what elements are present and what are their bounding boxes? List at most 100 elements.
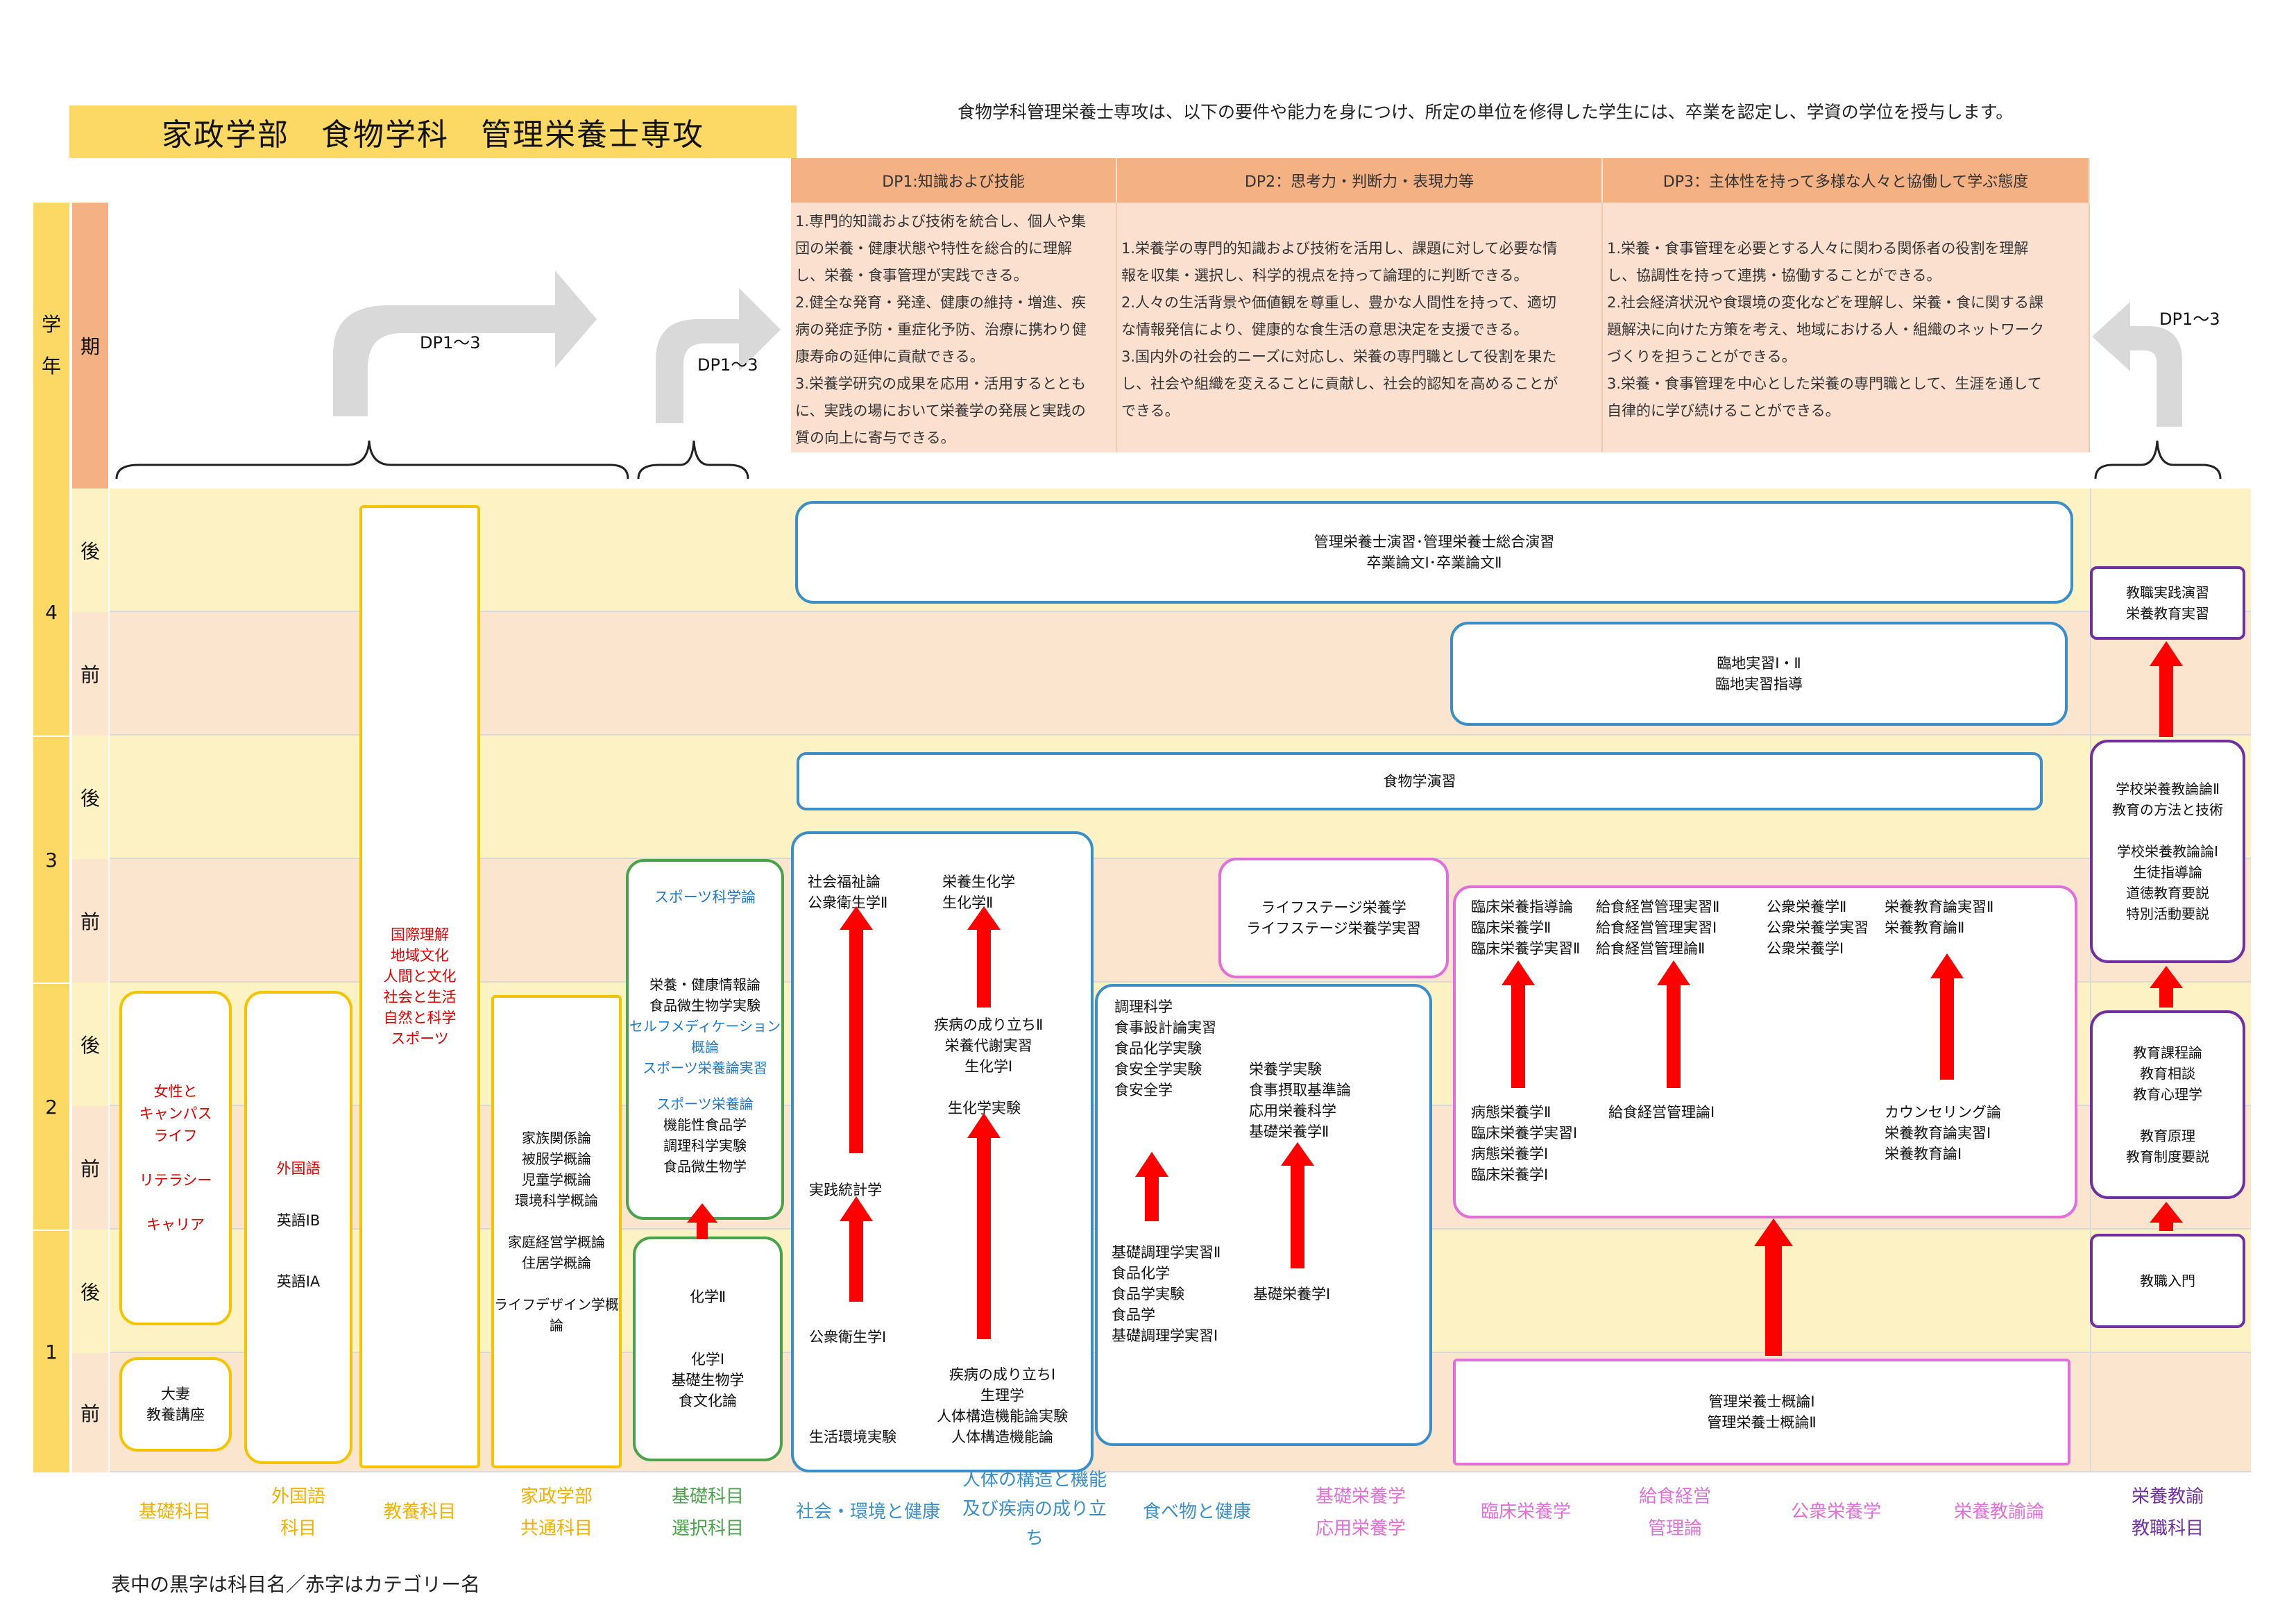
term-2-early: 前 [72, 1106, 108, 1230]
category-kyoyo-label: 教養科目 [383, 1502, 456, 1522]
box-tabemono [1095, 984, 1432, 1446]
term-1-late: 後 [72, 1230, 108, 1353]
shokumotsu-text: 食物学演習 [1383, 773, 1456, 790]
dp-arrow-1-label: DP1～3 [420, 333, 481, 352]
tabemono-text-2: 栄養学実験 食事摂取基準論 応用栄養科学 基礎栄養学Ⅱ [1249, 1061, 1351, 1140]
kyoiku-upper-text: 栄養教育論実習Ⅱ 栄養教育論Ⅱ [1885, 899, 1994, 936]
box-kasei: 家族関係論 被服学概論 児童学概論 環境科学概論 家庭経営学概論 住居学概論 ラ… [491, 995, 622, 1468]
category-kiso-eiyo-label: 基礎栄養学 応用栄養学 [1315, 1486, 1406, 1539]
category-kyoiku: 栄養教諭論 [1926, 1496, 2072, 1528]
dp1-body: 1.専門的知識および技術を統合し、個人や集 団の栄養・健康状態や特性を総合的に理… [791, 203, 1117, 452]
dp-arrow-2-label: DP1～3 [697, 355, 758, 375]
sentaku-blue-1: スポーツ科学論 [654, 889, 756, 906]
jintai-text-3: 生化学実験 [948, 1100, 1021, 1116]
category-tabemono: 食べ物と健康 [1124, 1496, 1270, 1528]
category-kiso: 基礎科目 [119, 1496, 230, 1528]
tabemono-text-3: 基礎調理学実習Ⅱ 食品化学 食品学実験 食品学 基礎調理学実習Ⅰ [1112, 1244, 1221, 1344]
category-sentaku-label: 基礎科目 選択科目 [671, 1486, 744, 1539]
term-3-early: 前 [72, 859, 108, 983]
box-kyoyo: 国際理解 地域文化 人間と文化 社会と生活 自然と科学 スポーツ [359, 505, 480, 1468]
gaikoku-subject-text: 英語ⅠB 英語ⅠA [276, 1212, 321, 1290]
year-3: 3 [33, 736, 69, 983]
shakai-text-2: 実践統計学 [809, 1182, 882, 1198]
kyushoku-upper-text: 給食経営管理実習Ⅱ 給食経営管理実習Ⅰ 給食経営管理論Ⅱ [1596, 899, 1720, 957]
dp2-body: 1.栄養学の専門的知識および技術を活用し、課題に対して必要な情 報を収集・選択し… [1117, 203, 1603, 452]
year-1: 1 [33, 1230, 69, 1472]
rinsho-lower-text: 病態栄養学Ⅱ 臨床栄養学実習Ⅰ 病態栄養学Ⅰ 臨床栄養学Ⅰ [1471, 1104, 1578, 1183]
koshu-upper-text: 公衆栄養学Ⅱ 公衆栄養学実習 公衆栄養学Ⅰ [1767, 899, 1869, 957]
category-tabemono-label: 食べ物と健康 [1142, 1502, 1251, 1522]
category-kyoyo: 教養科目 [359, 1496, 480, 1528]
jintai-text-1: 栄養生化学 生化学Ⅱ [942, 874, 1015, 911]
box-sentaku-lower: 化学Ⅱ 化学Ⅰ 基礎生物学 食文化論 [633, 1237, 783, 1461]
dp3-body: 1.栄養・食事管理を必要とする人々に関わる関係者の役割を理解 し、協調性を持って… [1603, 203, 2090, 452]
sentaku-text-2: 機能性食品学 調理科学実験 食品微生物学 [663, 1116, 747, 1175]
dp-arrow-1-icon [333, 271, 597, 416]
kyoshoku-1-text: 教職実践演習 栄養教育実習 [2126, 584, 2209, 622]
shakai-text-4: 生活環境実験 [809, 1429, 896, 1445]
kasei-text: 家族関係論 被服学概論 児童学概論 環境科学概論 家庭経営学概論 住居学概論 ラ… [494, 1130, 619, 1334]
legend-note: 表中の黒字は科目名／赤字はカテゴリー名 [111, 1573, 481, 1596]
kiso-subject-text: 大妻 教養講座 [146, 1386, 205, 1423]
kyoshoku-4-text: 教職入門 [2140, 1273, 2195, 1289]
shakai-text-1: 社会福祉論 公衆衛生学Ⅱ [808, 874, 888, 911]
year-4: 4 [33, 488, 69, 736]
sentaku-lower-text: 化学Ⅱ 化学Ⅰ 基礎生物学 食文化論 [671, 1289, 745, 1409]
jintai-text-4: 疾病の成り立ちⅠ 生理学 人体構造機能論実験 人体構造機能論 [937, 1366, 1068, 1445]
category-kasei-label: 家政学部 共通科目 [520, 1486, 593, 1539]
dp-arrow-2-icon [656, 288, 781, 423]
kyoiku-lower-text: カウンセリング論 栄養教育論実習Ⅰ 栄養教育論Ⅰ [1885, 1104, 2001, 1162]
brace-group [115, 440, 2222, 479]
category-kyoiku-label: 栄養教諭論 [1953, 1502, 2044, 1522]
shakai-text-3: 公衆衛生学Ⅰ [809, 1329, 887, 1345]
kyoyo-category-text: 国際理解 地域文化 人間と文化 社会と生活 自然と科学 スポーツ [383, 926, 457, 1047]
header-gakunen: 学 年 [33, 203, 69, 488]
kyushoku-lower-text: 給食経営管理論Ⅰ [1608, 1104, 1715, 1121]
rinsho-upper-text: 臨床栄養指導論 臨床栄養学Ⅱ 臨床栄養学実習Ⅱ [1471, 899, 1581, 957]
category-kyushoku: 給食経営 管理論 [1606, 1481, 1744, 1545]
intro-text: 食物学科管理栄養士専攻は、以下の要件や能力を身につけ、所定の単位を修得した学生に… [958, 102, 2014, 122]
divider-right [2090, 488, 2091, 1472]
category-kasei: 家政学部 共通科目 [491, 1481, 622, 1545]
dp-arrow-3-icon [2092, 302, 2182, 427]
dp2-header: DP2：思考力・判断力・表現力等 [1117, 158, 1603, 203]
category-gaikoku-label: 外国語 科目 [271, 1486, 325, 1539]
term-1-early: 前 [72, 1353, 108, 1472]
box-shokumotsu-ensyu: 食物学演習 [797, 752, 2043, 810]
tabemono-text-1: 調理科学 食事設計論実習 食品化学実験 食安全学実験 食安全学 [1114, 999, 1216, 1098]
dp-arrow-3-label: DP1～3 [2159, 309, 2220, 329]
kyoshoku-2-text: 学校栄養教論論Ⅱ 教育の方法と技術 学校栄養教論論Ⅰ 生徒指導論 道徳教育要説 … [2112, 781, 2223, 922]
dp1-header: DP1:知識および技能 [791, 158, 1117, 203]
box-sentaku-upper: スポーツ科学論 栄養・健康情報論 食品微生物学実験 セルフメディケーション 概論… [626, 859, 784, 1220]
dp3-header: DP3：主体性を持って多様な人々と協働して学ぶ態度 [1603, 158, 2090, 203]
header-gakunen-pad [33, 452, 69, 488]
kanri-intro-text: 管理栄養士概論Ⅰ 管理栄養士概論Ⅱ [1707, 1393, 1817, 1431]
category-sentaku: 基礎科目 選択科目 [633, 1481, 783, 1545]
category-jintai-label: 人体の構造と機能 及び疾病の成り立 ち [962, 1470, 1107, 1549]
category-rinsho: 臨床栄養学 [1453, 1496, 1599, 1528]
gaikoku-category-text: 外国語 [276, 1160, 321, 1177]
term-4-early: 前 [72, 612, 108, 736]
category-koshu: 公衆栄養学 [1767, 1496, 1905, 1528]
category-kiso-label: 基礎科目 [138, 1502, 211, 1522]
box-kyoshoku-2: 学校栄養教論論Ⅱ 教育の方法と技術 学校栄養教論論Ⅰ 生徒指導論 道徳教育要説 … [2090, 740, 2245, 963]
page-title: 家政学部 食物学科 管理栄養士専攻 [69, 105, 797, 158]
kiso-category-text: 女性と キャンパス ライフ リテラシー キャリア [139, 1083, 212, 1233]
box-kyoshoku-4: 教職入門 [2090, 1234, 2245, 1328]
header-ki: 期 [72, 203, 108, 488]
box-rinchi: 臨地実習Ⅰ・Ⅱ 臨地実習指導 [1450, 622, 2068, 726]
box-sogo-ensyu: 管理栄養士演習･管理栄養士総合演習 卒業論文Ⅰ･卒業論文Ⅱ [795, 501, 2073, 604]
category-jintai: 人体の構造と機能 及び疾病の成り立 ち [948, 1465, 1121, 1553]
lifestage-text: ライフステージ栄養学 ライフステージ栄養学実習 [1246, 899, 1421, 937]
category-kyoshoku: 栄養教諭 教職科目 [2090, 1481, 2245, 1545]
box-kyoshoku-1: 教職実践演習 栄養教育実習 [2090, 566, 2245, 640]
sogo-text: 管理栄養士演習･管理栄養士総合演習 卒業論文Ⅰ･卒業論文Ⅱ [1313, 534, 1555, 571]
box-rinsho-group [1453, 885, 2077, 1218]
category-shakai: 社会・環境と健康 [788, 1496, 948, 1528]
box-gaikoku: 外国語 英語ⅠB 英語ⅠA [244, 991, 352, 1464]
category-kiso-eiyo: 基礎栄養学 応用栄養学 [1288, 1481, 1434, 1545]
sentaku-blue-2: セルフメディケーション 概論 スポーツ栄養論実習 [629, 1018, 781, 1076]
box-kyoshoku-3: 教育課程論 教育相談 教育心理学 教育原理 教育制度要説 [2090, 1010, 2245, 1199]
category-rinsho-label: 臨床栄養学 [1480, 1502, 1571, 1522]
tabemono-text-4: 基礎栄養学Ⅰ [1253, 1286, 1331, 1302]
